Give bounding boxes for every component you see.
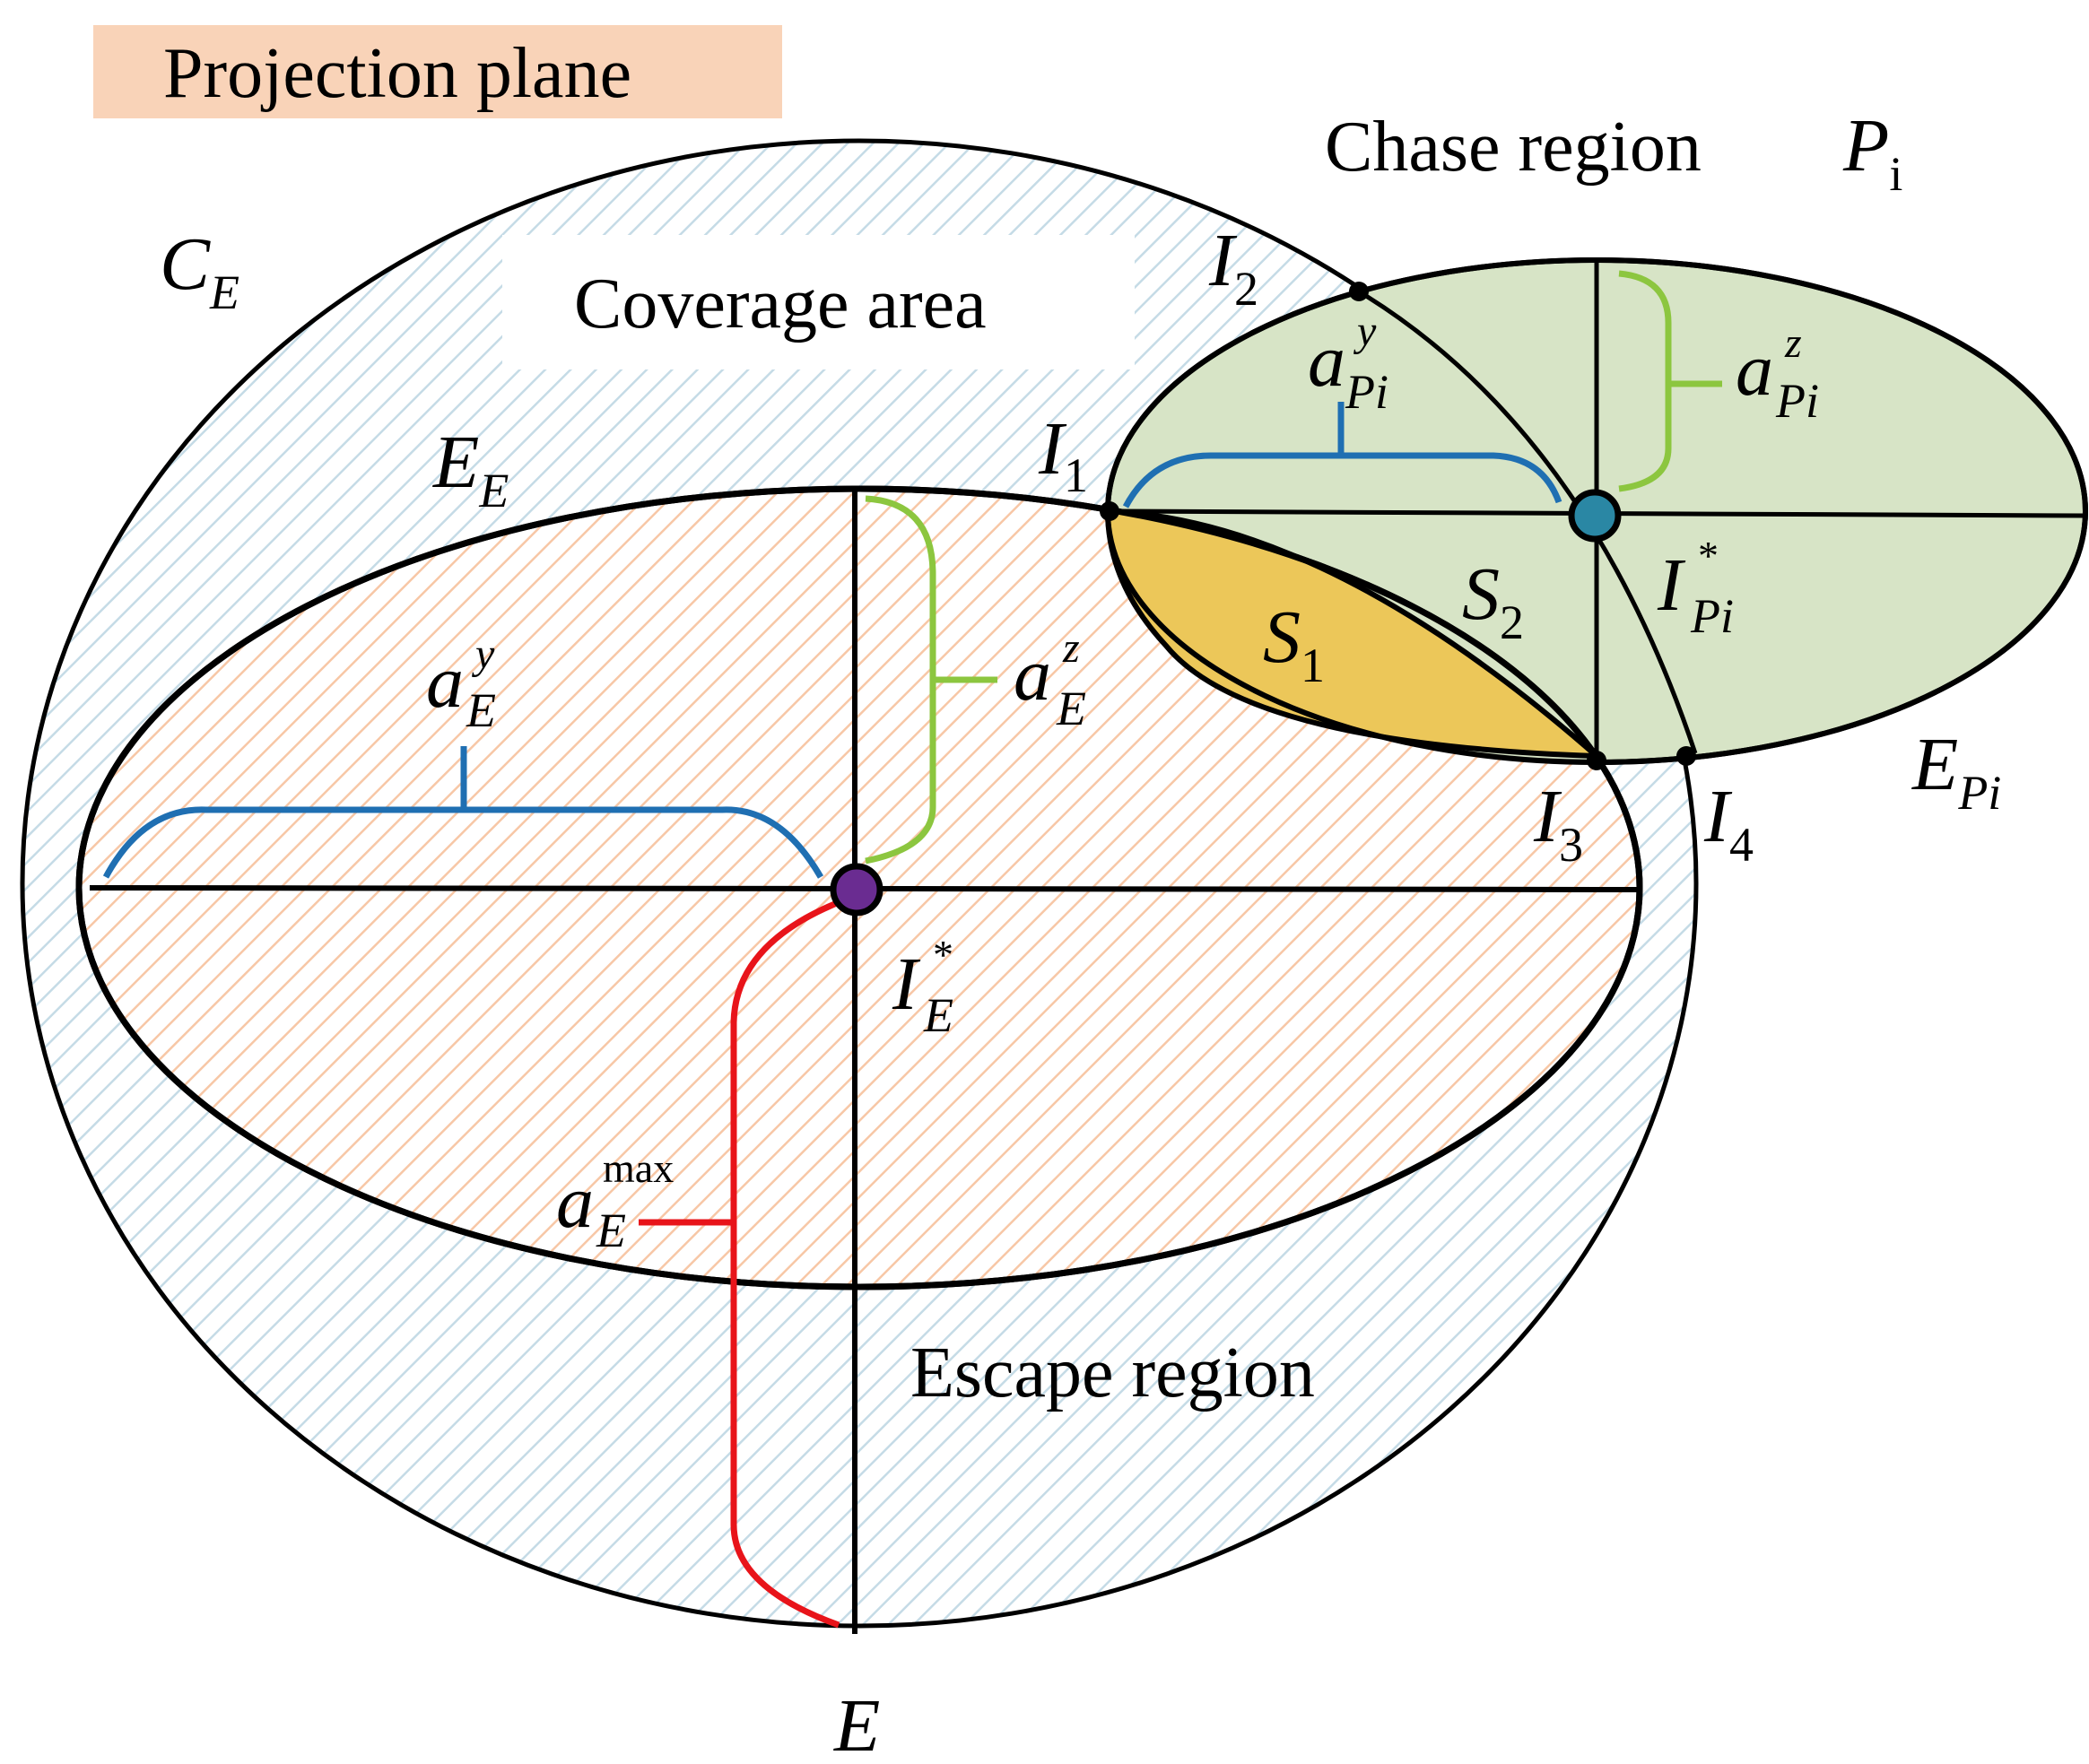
label-aEy: a y E	[426, 630, 496, 737]
bracket-aEmax	[730, 896, 848, 1629]
center-IE-star	[830, 863, 883, 917]
svg-text:a: a	[556, 1160, 594, 1244]
bracket-aEz	[865, 495, 936, 865]
label-EE: EE	[432, 421, 509, 517]
svg-text:a: a	[426, 640, 464, 724]
label-I2: I2	[1208, 219, 1258, 316]
svg-text:Pi: Pi	[1690, 589, 1734, 643]
center-IPi-star	[1568, 489, 1622, 543]
label-IPi-star: I * Pi	[1657, 533, 1734, 643]
svg-text:max: max	[603, 1145, 674, 1191]
label-aEmax: a max E	[556, 1145, 674, 1257]
bracket-aPiy	[1122, 452, 1562, 508]
title: Projection plane	[163, 34, 631, 113]
svg-text:E: E	[1056, 682, 1086, 735]
label-CE: CE	[160, 222, 239, 319]
svg-text:E: E	[466, 683, 496, 737]
svg-text:y: y	[471, 630, 495, 678]
svg-text:I: I	[1657, 543, 1686, 627]
point-I4	[1676, 746, 1696, 766]
svg-text:a: a	[1014, 633, 1051, 717]
label-aPiy: a y Pi	[1308, 308, 1388, 419]
label-aEz: a z E	[1014, 624, 1086, 735]
label-aPiz: a z Pi	[1736, 319, 1819, 428]
point-I2	[1349, 282, 1369, 301]
svg-text:*: *	[933, 932, 953, 978]
label-I1: I1	[1038, 407, 1088, 502]
coverage-area-label: Coverage area	[574, 265, 987, 343]
escape-region-label: Escape region	[910, 1334, 1315, 1412]
svg-text:Pi: Pi	[1775, 374, 1819, 428]
label-S1: S1	[1263, 595, 1325, 692]
coverage-arc-over-chase	[1357, 289, 1698, 754]
svg-text:I: I	[892, 943, 921, 1026]
point-I3	[1587, 751, 1606, 770]
svg-text:y: y	[1353, 308, 1377, 355]
label-IE-star: I * E	[892, 932, 953, 1042]
svg-text:a: a	[1736, 328, 1773, 412]
label-I3: I3	[1533, 775, 1583, 872]
svg-text:E: E	[596, 1204, 626, 1257]
svg-text:Pi: Pi	[1345, 365, 1388, 419]
label-S2: S2	[1462, 552, 1524, 649]
svg-text:z: z	[1062, 624, 1080, 672]
label-I4: I4	[1703, 775, 1754, 872]
svg-text:E: E	[923, 988, 953, 1042]
chase-region-label: Chase region	[1325, 108, 1702, 187]
svg-text:z: z	[1784, 319, 1802, 367]
coverage-label-background	[502, 235, 1135, 369]
svg-text:*: *	[1698, 533, 1719, 578]
svg-text:a: a	[1308, 319, 1345, 403]
title-background	[93, 25, 782, 118]
point-I1	[1100, 501, 1119, 521]
label-EPi: EPi	[1911, 723, 2001, 820]
label-E: E	[833, 1684, 880, 1764]
label-Pi: Pi	[1842, 104, 1902, 201]
